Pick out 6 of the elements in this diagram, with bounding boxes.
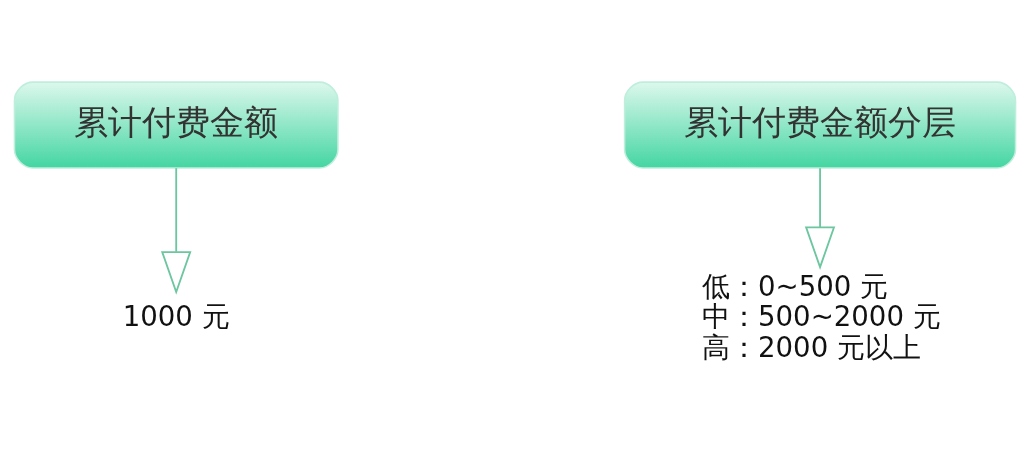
node-text: 1000 元 — [122, 300, 230, 334]
node-box: 累计付费金额 — [13, 81, 339, 169]
node-box: 累计付费金额分层 — [623, 81, 1017, 169]
arrow — [804, 167, 836, 270]
arrow — [160, 167, 192, 295]
node-text: 低：0~500 元 中：500~2000 元 高：2000 元以上 — [702, 269, 941, 365]
